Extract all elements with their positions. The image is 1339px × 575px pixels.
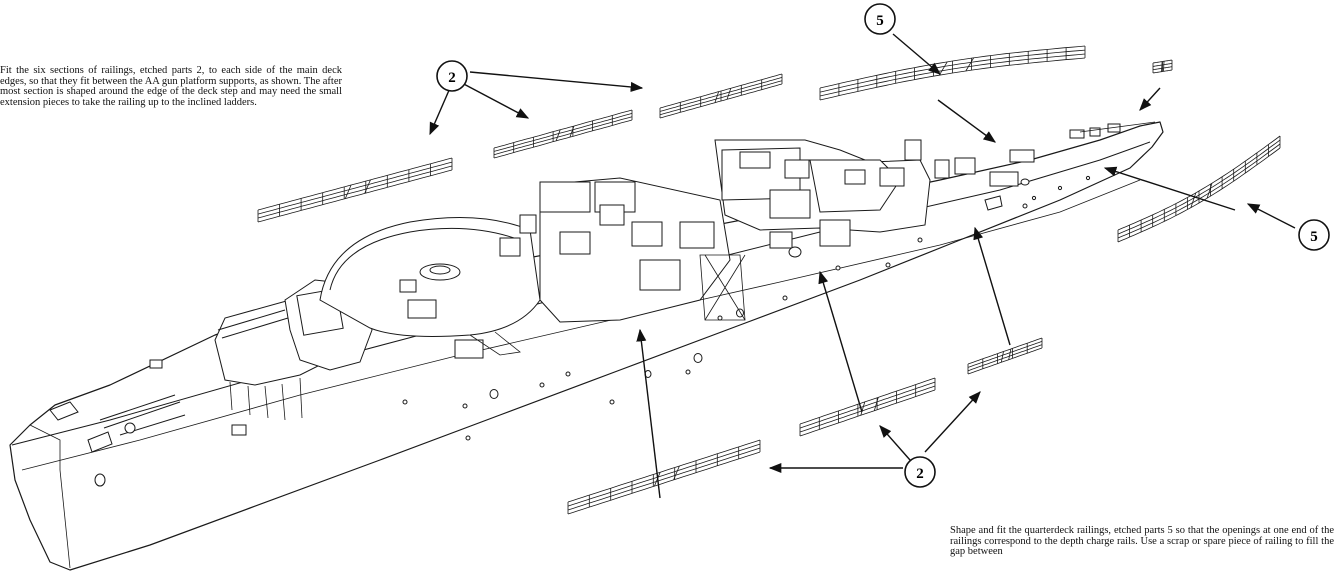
railing-part-5-a [819, 45, 1086, 101]
railing-part-2-b [493, 109, 633, 159]
midships-superstructure [499, 177, 746, 323]
quarterdeck-fittings [984, 121, 1156, 211]
portholes [94, 167, 1113, 487]
railing-part-2-a [257, 157, 453, 223]
callout-part-5-right: 5 [1298, 219, 1330, 251]
svg-text:5: 5 [1310, 229, 1318, 245]
instruction-note-railings-part-2: Fit the six sections of railings, etched… [0, 65, 342, 108]
railing-part-2-d [567, 439, 761, 515]
railing-part-2-e [799, 377, 936, 437]
railing-part-2-c [659, 73, 783, 119]
callout-part-5-upper: 5 [864, 3, 896, 35]
svg-text:5: 5 [876, 13, 884, 29]
callout-part-2-lower: 2 [904, 456, 936, 488]
leader-arrows [429, 33, 1296, 499]
aa-gun-platform [319, 217, 541, 359]
railing-extension-piece [1152, 59, 1173, 74]
svg-text:2: 2 [916, 466, 924, 482]
foredeck-fittings [49, 359, 247, 453]
ship-hull [9, 121, 1164, 571]
railing-part-2-f [967, 337, 1043, 375]
after-superstructure [714, 139, 976, 258]
svg-text:2: 2 [448, 70, 456, 86]
callout-part-2-upper: 2 [436, 60, 468, 92]
instruction-note-quarterdeck-railings-part-5: Shape and fit the quarterdeck railings, … [950, 525, 1334, 558]
